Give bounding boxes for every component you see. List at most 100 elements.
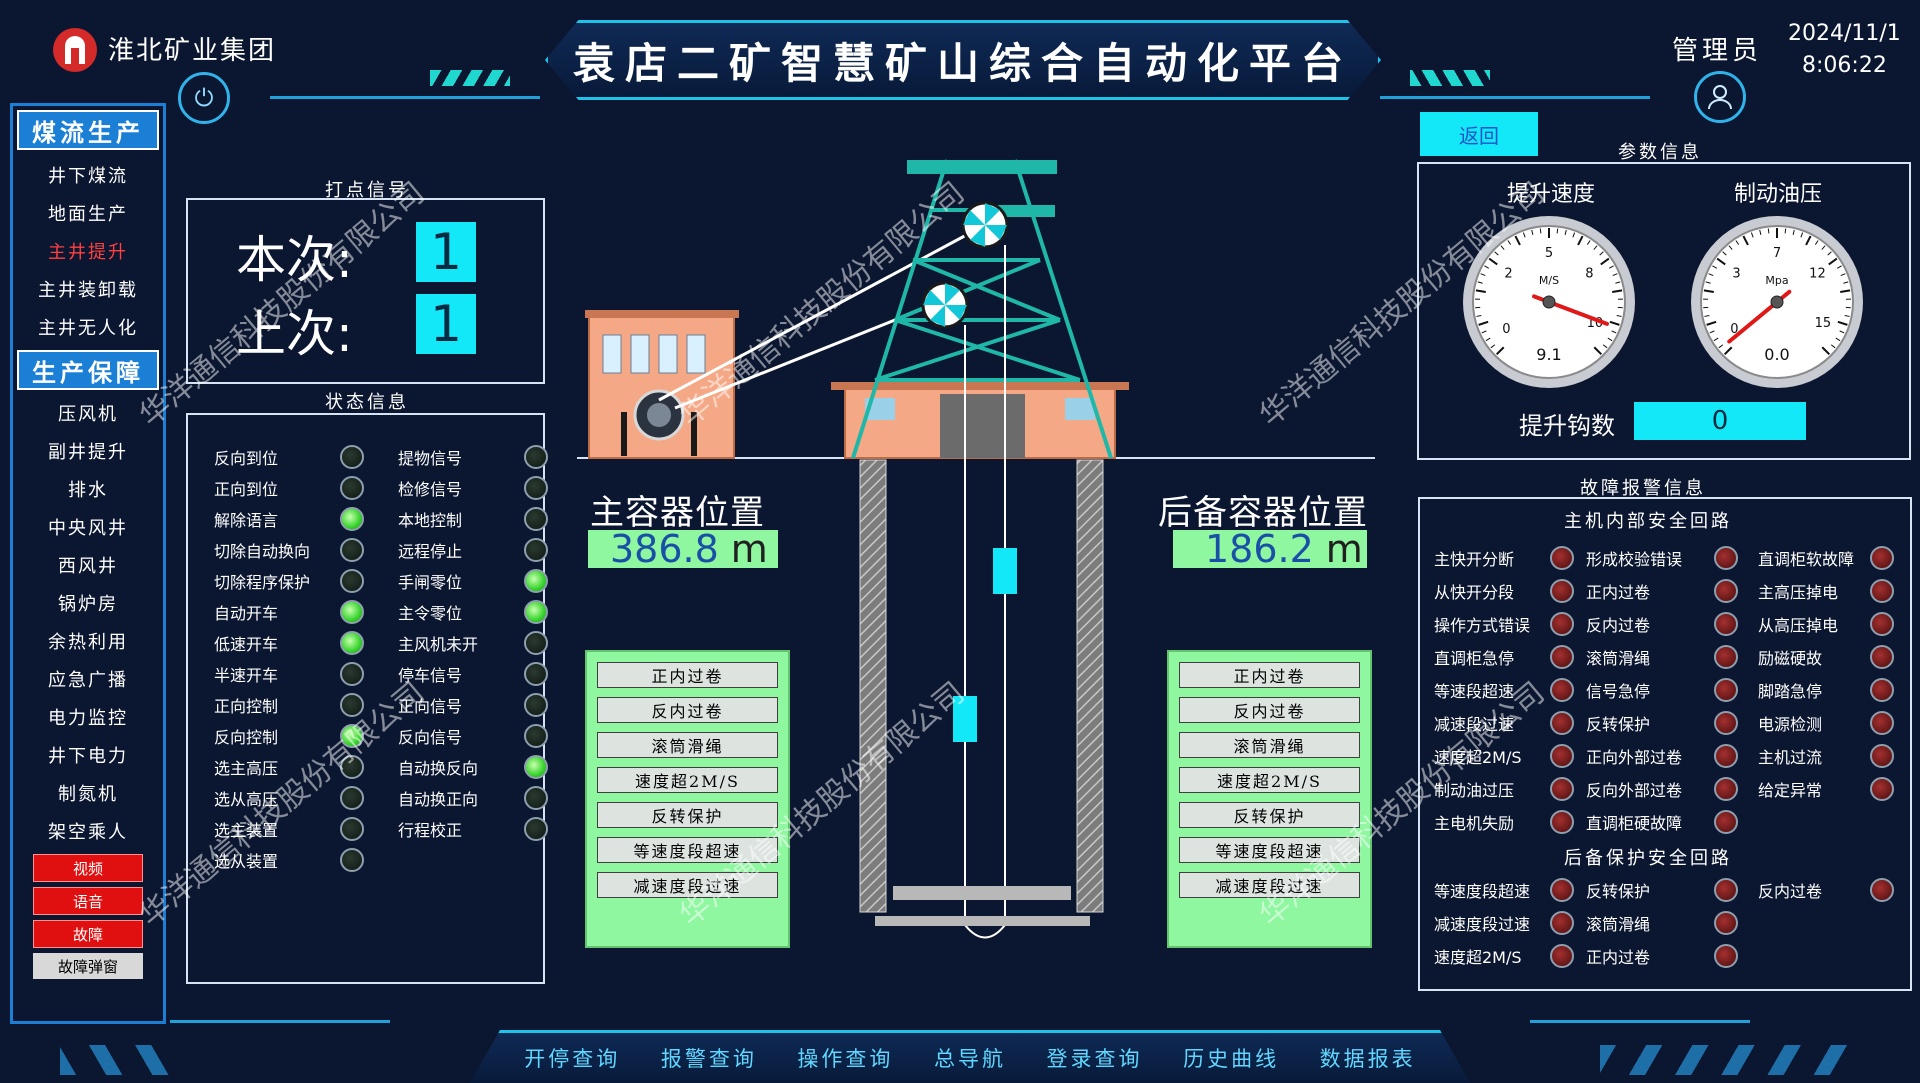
status-row: 自动换正向 bbox=[398, 782, 548, 813]
back-button[interactable]: 返回 bbox=[1420, 112, 1538, 156]
voice-button[interactable]: 语音 bbox=[33, 887, 143, 915]
fault-row: 脚踏急停 bbox=[1758, 673, 1894, 706]
user-icon[interactable] bbox=[1694, 71, 1746, 123]
status-label: 自动换反向 bbox=[398, 755, 478, 779]
fault-label: 信号急停 bbox=[1586, 678, 1650, 702]
fault-label: 直调柜急停 bbox=[1434, 645, 1514, 669]
status-lamp-icon bbox=[524, 507, 548, 531]
fault-label: 从快开分段 bbox=[1434, 579, 1514, 603]
fault-label: 反内过卷 bbox=[1586, 612, 1650, 636]
nav-item[interactable]: 总导航 bbox=[934, 1043, 1006, 1073]
main-container-marker bbox=[993, 548, 1017, 594]
fault-label: 主高压掉电 bbox=[1758, 579, 1838, 603]
pressure-gauge-title: 制动油压 bbox=[1734, 176, 1822, 208]
gauge-tick-label: 0 bbox=[1502, 322, 1510, 337]
sidebar-item[interactable]: 主井装卸载 bbox=[13, 270, 163, 308]
fault-row: 反向外部过卷 bbox=[1586, 772, 1738, 805]
fault-label: 滚筒滑绳 bbox=[1586, 645, 1650, 669]
fault-row: 从快开分段 bbox=[1434, 574, 1574, 607]
date-text: 2024/11/1 bbox=[1788, 18, 1901, 50]
signal-last-label: 上次: bbox=[236, 294, 353, 366]
sidebar-item[interactable]: 锅炉房 bbox=[13, 584, 163, 622]
sidebar-item[interactable]: 应急广播 bbox=[13, 660, 163, 698]
protection-indicator: 正内过卷 bbox=[1179, 662, 1360, 688]
status-lamp-icon bbox=[340, 817, 364, 841]
sidebar-item[interactable]: 井下电力 bbox=[13, 736, 163, 774]
sidebar-item[interactable]: 电力监控 bbox=[13, 698, 163, 736]
sidebar-group-support[interactable]: 生产保障 bbox=[17, 350, 159, 390]
sidebar-item[interactable]: 地面生产 bbox=[13, 194, 163, 232]
fault-lamp-icon bbox=[1714, 678, 1738, 702]
fault-lamp-icon bbox=[1550, 911, 1574, 935]
status-label: 反向控制 bbox=[214, 724, 278, 748]
sidebar-item[interactable]: 井下煤流 bbox=[13, 156, 163, 194]
sidebar-item[interactable]: 中央风井 bbox=[13, 508, 163, 546]
protection-indicator: 反转保护 bbox=[597, 802, 778, 828]
power-icon[interactable]: ⏻ bbox=[178, 72, 230, 124]
fault-lamp-icon bbox=[1714, 579, 1738, 603]
status-lamp-icon bbox=[524, 631, 548, 655]
sidebar-item[interactable]: 副井提升 bbox=[13, 432, 163, 470]
faults-backup-col-2: 反转保护滚筒滑绳正内过卷 bbox=[1586, 873, 1738, 972]
protection-indicator: 减速度段过速 bbox=[597, 872, 778, 898]
protection-indicator: 反内过卷 bbox=[1179, 697, 1360, 723]
fault-lamp-icon bbox=[1870, 645, 1894, 669]
fault-button[interactable]: 故障 bbox=[33, 920, 143, 948]
status-lamp-icon bbox=[524, 755, 548, 779]
fault-label: 脚踏急停 bbox=[1758, 678, 1822, 702]
sidebar-item[interactable]: 余热利用 bbox=[13, 622, 163, 660]
gauge-tick-label: 12 bbox=[1809, 267, 1826, 282]
status-row: 主令零位 bbox=[398, 596, 548, 627]
nav-item[interactable]: 操作查询 bbox=[797, 1043, 893, 1073]
fault-label: 励磁硬故 bbox=[1758, 645, 1822, 669]
gauge-tick-label: 5 bbox=[1545, 246, 1553, 261]
nav-item[interactable]: 开停查询 bbox=[524, 1043, 620, 1073]
sidebar-item[interactable]: 排水 bbox=[13, 470, 163, 508]
datetime: 2024/11/1 8:06:22 bbox=[1788, 18, 1901, 82]
sidebar-item[interactable]: 架空乘人 bbox=[13, 812, 163, 850]
header-divider-right bbox=[1380, 96, 1650, 99]
fault-popup-button[interactable]: 故障弹窗 bbox=[33, 953, 143, 979]
video-button[interactable]: 视频 bbox=[33, 854, 143, 882]
fault-lamp-icon bbox=[1550, 878, 1574, 902]
fault-label: 反向外部过卷 bbox=[1586, 777, 1682, 801]
gauge-tick-label: 15 bbox=[1815, 316, 1832, 331]
fault-lamp-icon bbox=[1870, 878, 1894, 902]
status-lamp-icon bbox=[340, 662, 364, 686]
gauge-tick-label: 7 bbox=[1773, 246, 1781, 261]
fault-label: 速度超2M/S bbox=[1434, 744, 1522, 768]
protection-indicator: 减速度段过速 bbox=[1179, 872, 1360, 898]
status-label: 行程校正 bbox=[398, 817, 462, 841]
sidebar-item[interactable]: 制氮机 bbox=[13, 774, 163, 812]
sidebar-group-coal[interactable]: 煤流生产 bbox=[17, 110, 159, 150]
status-label: 解除语言 bbox=[214, 507, 278, 531]
sidebar-item[interactable]: 西风井 bbox=[13, 546, 163, 584]
status-label: 本地控制 bbox=[398, 507, 462, 531]
status-row: 正向控制 bbox=[214, 689, 364, 720]
sheave-wheel-icon bbox=[923, 283, 967, 327]
fault-lamp-icon bbox=[1550, 711, 1574, 735]
sidebar-item[interactable]: 主井无人化 bbox=[13, 308, 163, 346]
status-label: 低速开车 bbox=[214, 631, 278, 655]
nav-item[interactable]: 登录查询 bbox=[1047, 1043, 1143, 1073]
fault-row: 反内过卷 bbox=[1586, 607, 1738, 640]
status-lamp-icon bbox=[524, 600, 548, 624]
fault-row: 等速段超速 bbox=[1434, 673, 1574, 706]
fault-label: 反转保护 bbox=[1586, 878, 1650, 902]
fault-label: 主快开分断 bbox=[1434, 546, 1514, 570]
nav-item[interactable]: 数据报表 bbox=[1320, 1043, 1416, 1073]
fault-label: 正向外部过卷 bbox=[1586, 744, 1682, 768]
status-lamp-icon bbox=[340, 445, 364, 469]
status-lamp-icon bbox=[340, 569, 364, 593]
fault-lamp-icon bbox=[1714, 911, 1738, 935]
status-row: 正向到位 bbox=[214, 472, 364, 503]
fault-lamp-icon bbox=[1550, 810, 1574, 834]
fault-row: 从高压掉电 bbox=[1758, 607, 1894, 640]
sidebar-item[interactable]: 压风机 bbox=[13, 394, 163, 432]
fault-row: 主高压掉电 bbox=[1758, 574, 1894, 607]
status-label: 半速开车 bbox=[214, 662, 278, 686]
nav-item[interactable]: 报警查询 bbox=[661, 1043, 757, 1073]
nav-item[interactable]: 历史曲线 bbox=[1183, 1043, 1279, 1073]
sidebar-item[interactable]: 主井提升 bbox=[13, 232, 163, 270]
fault-label: 主电机失励 bbox=[1434, 810, 1514, 834]
